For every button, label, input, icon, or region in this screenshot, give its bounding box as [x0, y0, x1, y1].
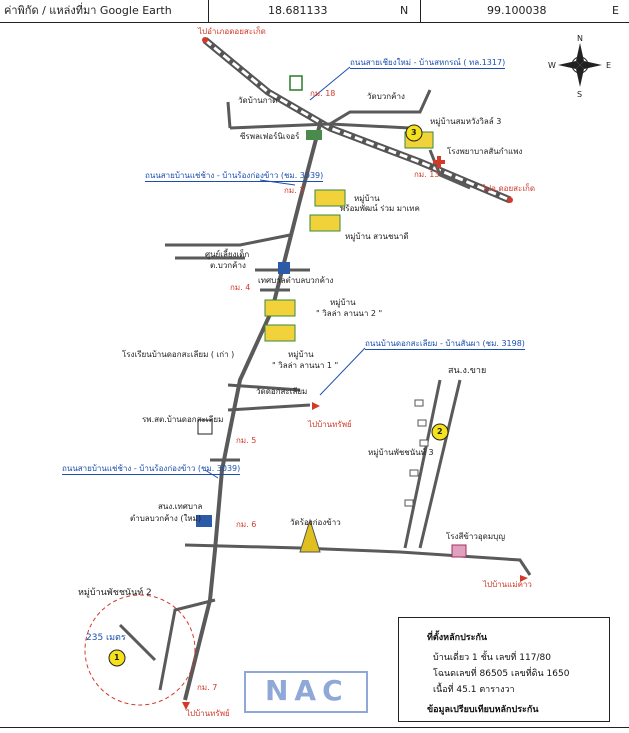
label-villa2: หมู่บ้าน [330, 298, 356, 307]
pin-1-icon [108, 649, 126, 667]
pin-2-icon [431, 423, 449, 441]
label-village-2: หมู่บ้านพัชชนันท์ 2 [78, 588, 152, 598]
village-icons [264, 131, 434, 342]
pin-3-label: 3 [411, 128, 417, 137]
label-municipal: สนง.เทศบาล [158, 502, 203, 511]
dest-middle: ไปบ้านทรัพย์ [308, 420, 352, 429]
municipal-icon [196, 515, 212, 527]
rice-mill-icon [451, 544, 467, 558]
label-hospital: โรงพยาบาลสันกำแพง [447, 147, 523, 156]
hospital-icon [433, 156, 445, 168]
direction-arrows [182, 37, 528, 710]
longitude-dir: E [612, 4, 619, 17]
label-village-3: หมู่บ้านสมหวังวิลล์ 3 [430, 117, 502, 126]
legend-item1-line3: โฉนดเลขที่ 86505 เลขที่ดิน 1650 [433, 669, 570, 679]
main-highway [202, 37, 512, 204]
label-wat-rong: วัดร้องก่องข้าว [290, 518, 341, 527]
dest-top: ไปอำเภอดอยสะเก็ด [198, 27, 266, 36]
legend-item1-line2: บ้านเดี่ยว 1 ชั้น เลขที่ 117/80 [433, 653, 551, 663]
km-6: กม. 6 [236, 520, 257, 529]
dest-bottom: ไปบ้านทรัพย์ [186, 709, 230, 718]
village-3-houses [404, 399, 429, 507]
label-village-phrom2: พร้อมพัฒน์ ร่วม มาเทค [340, 204, 420, 213]
label-village-phrom: หมู่บ้าน [354, 194, 380, 203]
dest-right-bottom: ไปบ้านแม่คาว [483, 580, 532, 589]
km-4: กม. 4 [230, 283, 251, 292]
coordinate-header: ค่าพิกัด / แหล่งที่มา Google Earth 18.68… [0, 0, 629, 23]
label-clinic: รพ.สต.บ้านดอกสะเลียม [142, 415, 224, 424]
seven-eleven-icon [289, 75, 303, 91]
watermark-text: NAC [265, 674, 349, 707]
label-child-center: ศูนย์เลี้ยงเด็ก [205, 250, 250, 259]
callout-road-3039-top: ถนนสายบ้านแช่ช้าง - บ้านร้องก่องข้าว (ชม… [145, 171, 324, 182]
label-office: เทศบาลตำบลบวกค้าง [258, 276, 334, 285]
longitude-value: 99.100038 [487, 4, 547, 17]
label-furniture: ซีรพลเฟอร์นิเจอร์ [240, 132, 300, 141]
label-village-suan: หมู่บ้าน สวนชนาดี [345, 232, 409, 241]
callout-road-3198: ถนนบ้านดอกสะเลียม - บ้านสันผา (ชม. 3198) [365, 339, 525, 350]
label-villa1: หมู่บ้าน [288, 350, 314, 359]
pin-2-label: 2 [437, 427, 443, 436]
office-icon [278, 262, 290, 274]
label-rice-mill: โรงสีข้าวอุดมบุญ [446, 532, 506, 541]
km-13: กม. 13 [414, 170, 440, 179]
km-5: กม. 5 [236, 436, 257, 445]
callout-road-3039-bottom: ถนนสายบ้านแช่ช้าง - บ้านร้องก่องข้าว (ชม… [62, 464, 241, 475]
label-wat-dok: วัดดอกสะเลียม [256, 387, 308, 396]
road-3039 [183, 123, 322, 701]
pin-3-icon [405, 124, 423, 142]
compass-e: E [606, 61, 612, 70]
furniture-shop-icon [306, 130, 322, 140]
compass-n: N [577, 34, 583, 43]
local-roads [118, 89, 532, 691]
compass-w: W [548, 61, 556, 70]
coord-source-label: ค่าพิกัด / แหล่งที่มา Google Earth [4, 4, 172, 17]
label-distance: 235 เมตร [86, 633, 126, 643]
label-municipal2: ตำบลบวกค้าง (ใหม่) [130, 514, 202, 523]
compass-rose-icon [558, 43, 602, 87]
label-villa1b: " วิลล่า ลานนา 1 " [272, 361, 339, 370]
pin-1-label: 1 [114, 653, 120, 662]
legend-box: ที่ตั้งหลักประกัน บ้านเดี่ยว 1 ชั้น เลขท… [398, 617, 610, 722]
label-child-center2: ต.บวกค้าง [210, 261, 246, 270]
label-wat-top: วัดบ้านกาด [238, 96, 278, 105]
watermark-box [244, 671, 368, 713]
km-3: กม. 3 [284, 186, 305, 195]
page-footer [0, 727, 629, 733]
latitude-dir: N [400, 4, 409, 17]
pagoda-icon [299, 518, 321, 553]
label-police: สน.ง.ขาย [448, 366, 487, 376]
callout-road-main: ถนนสายเชียงใหม่ - บ้านสหกรณ์ ( ทล.1317) [350, 58, 506, 69]
legend-item1-line4: เนื้อที่ 45.1 ตารางวา [433, 685, 515, 695]
latitude-value: 18.681133 [268, 4, 328, 17]
km-18: กม. 18 [310, 89, 336, 98]
km-7: กม. 7 [197, 683, 218, 692]
distance-radius-circle [84, 594, 196, 706]
legend-item1-title: ที่ตั้งหลักประกัน [427, 633, 488, 643]
dest-right: ไปอ.ดอยสะเก็ด [482, 184, 536, 193]
legend-item2: ข้อมูลเปรียบเทียบหลักประกัน [427, 705, 539, 715]
label-villa2b: " วิลล่า ลานนา 2 " [316, 309, 383, 318]
label-wat-right: วัดบวกค้าง [367, 92, 405, 101]
label-village-3b: หมู่บ้านพัชชนันท์ 3 [368, 448, 434, 457]
label-school-old: โรงเรียนบ้านดอกสะเลียม ( เก่า ) [122, 350, 235, 359]
compass-s: S [577, 90, 583, 99]
clinic-icon [197, 419, 213, 435]
